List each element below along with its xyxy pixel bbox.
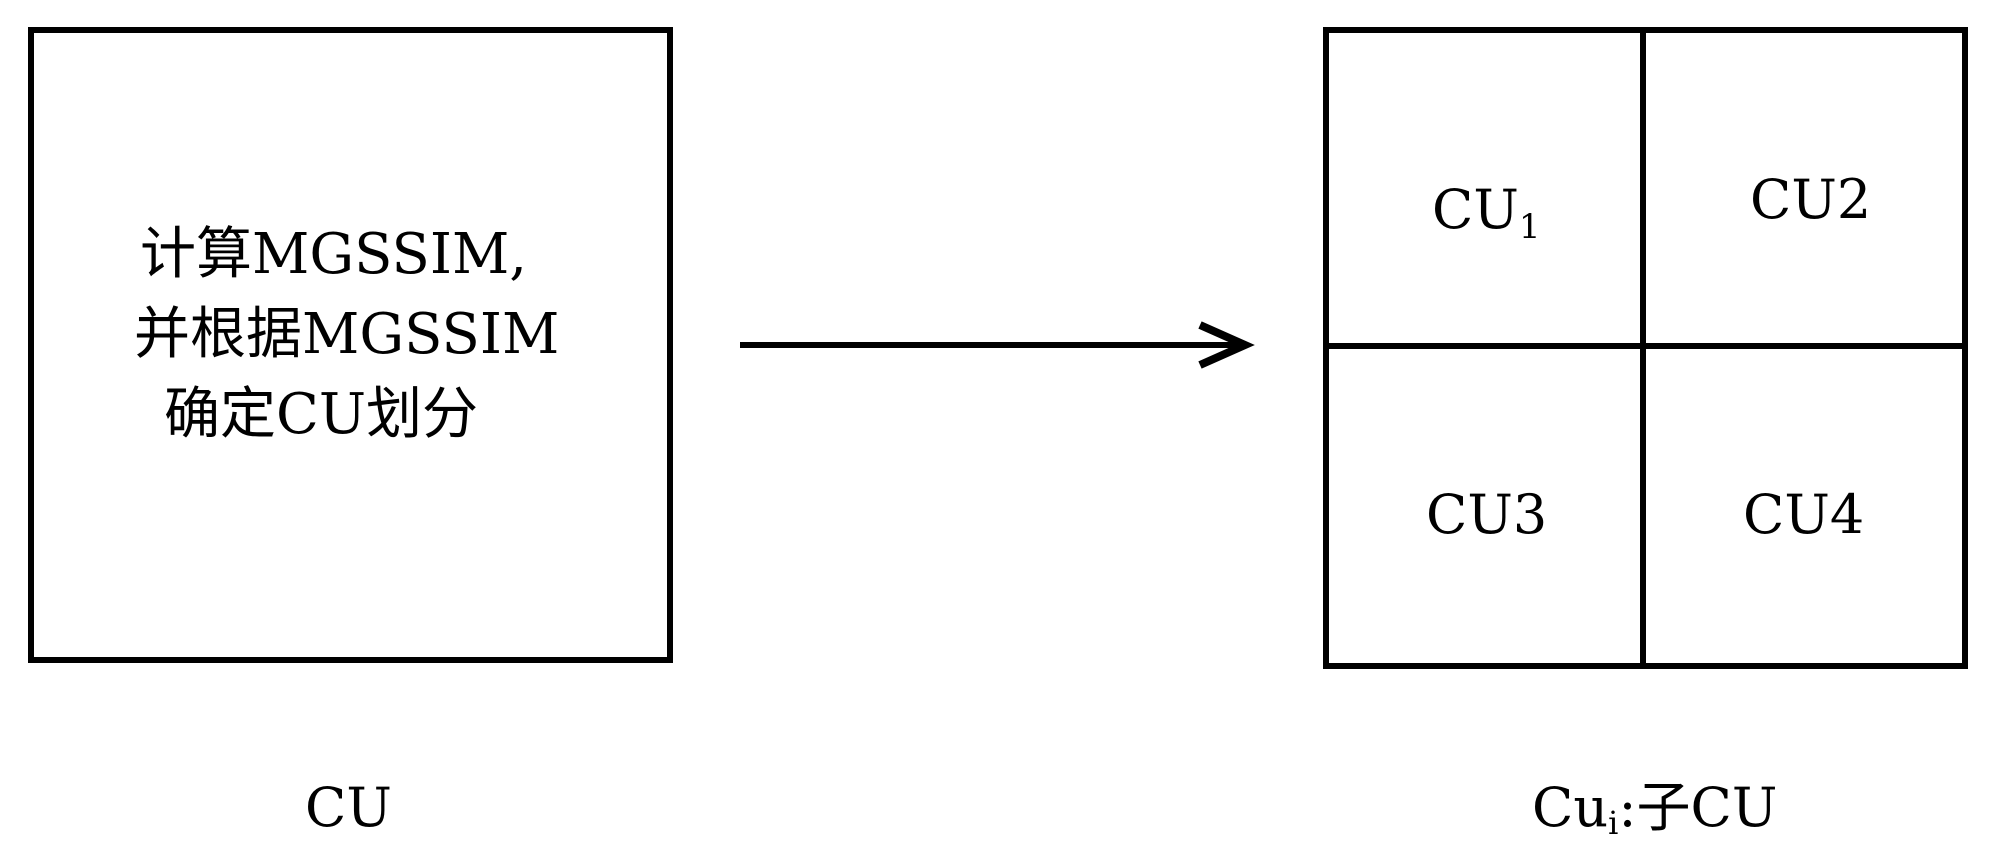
cu-block: [28, 27, 673, 663]
cu-description: 计算MGSSIM, 并根据MGSSIM 确定CU划分: [134, 215, 600, 455]
sub-cu-caption-rest: :子CU: [1618, 776, 1778, 839]
cu-description-line2: 并根据MGSSIM: [134, 302, 560, 367]
sub-cu-caption-base: Cu: [1532, 776, 1609, 839]
sub-cu-label-1-base: CU: [1432, 178, 1519, 241]
sub-cu-label-2: CU2: [1750, 168, 1872, 231]
sub-cu-label-1-index: 1: [1518, 207, 1541, 247]
sub-cu-caption-index: i: [1608, 804, 1619, 842]
sub-cu-label-3: CU3: [1426, 483, 1548, 546]
cu-description-line1: 计算MGSSIM,: [140, 222, 528, 287]
sub-cu-label-1: CU1: [1432, 180, 1540, 257]
sub-cu-caption: Cui:子CU: [1532, 778, 1777, 853]
grid-divider-horizontal: [1323, 343, 1968, 349]
right-arrow-icon: [740, 321, 1255, 369]
sub-cu-label-4: CU4: [1743, 483, 1865, 546]
cu-caption: CU: [305, 776, 392, 839]
cu-description-line3: 确定CU划分: [164, 382, 479, 447]
